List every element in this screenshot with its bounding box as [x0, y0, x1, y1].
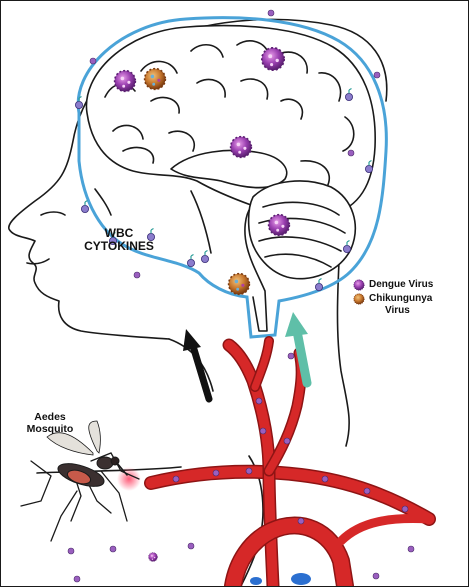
- legend-text-dengue: Dengue Virus: [369, 279, 434, 290]
- arrow-black-up-icon: [183, 329, 213, 403]
- chikungunya-virus-icon: [353, 293, 365, 305]
- wbc-label-line-1: WBC: [104, 226, 134, 240]
- aedes-label-line-1: Aedes: [34, 411, 66, 423]
- aedes-mosquito-label: Aedes Mosquito: [19, 411, 81, 435]
- legend-item-dengue: Dengue Virus: [353, 279, 463, 293]
- bite-site-glow: [117, 467, 141, 491]
- wbc-label-line-2: CYTOKINES: [84, 239, 154, 254]
- wbc-cytokines-label: WBC CYTOKINES: [83, 226, 155, 254]
- aedes-mosquito-icon: [20, 420, 140, 542]
- dengue-virus-icon: [267, 213, 291, 237]
- dengue-virus-icon: [148, 552, 158, 562]
- dengue-virus-icon: [260, 46, 286, 72]
- legend-label-chikungunya: Chikungunya Virus: [369, 293, 432, 317]
- aedes-label-line-2: Mosquito: [26, 422, 74, 435]
- brain-barrier-outline: [76, 16, 388, 339]
- legend-text-chikungunya-1: Chikungunya: [369, 293, 433, 304]
- legend: Dengue Virus Chikungunya Virus: [353, 279, 463, 319]
- blood-virus-particles: [67, 9, 415, 583]
- dengue-virus-icon: [353, 279, 365, 291]
- legend-text-chikungunya-2: Virus: [385, 305, 410, 316]
- dengue-virus-icon: [229, 135, 253, 159]
- dengue-virus-icon: [113, 69, 137, 93]
- chikungunya-virus-icon: [143, 67, 167, 91]
- arteries: [144, 336, 436, 586]
- legend-label-dengue: Dengue Virus: [369, 279, 433, 291]
- arrow-teal-up-icon: [285, 312, 312, 388]
- chikungunya-virus-icon: [227, 272, 251, 296]
- legend-item-chikungunya: Chikungunya Virus: [353, 293, 463, 319]
- vein-accent: [250, 573, 311, 585]
